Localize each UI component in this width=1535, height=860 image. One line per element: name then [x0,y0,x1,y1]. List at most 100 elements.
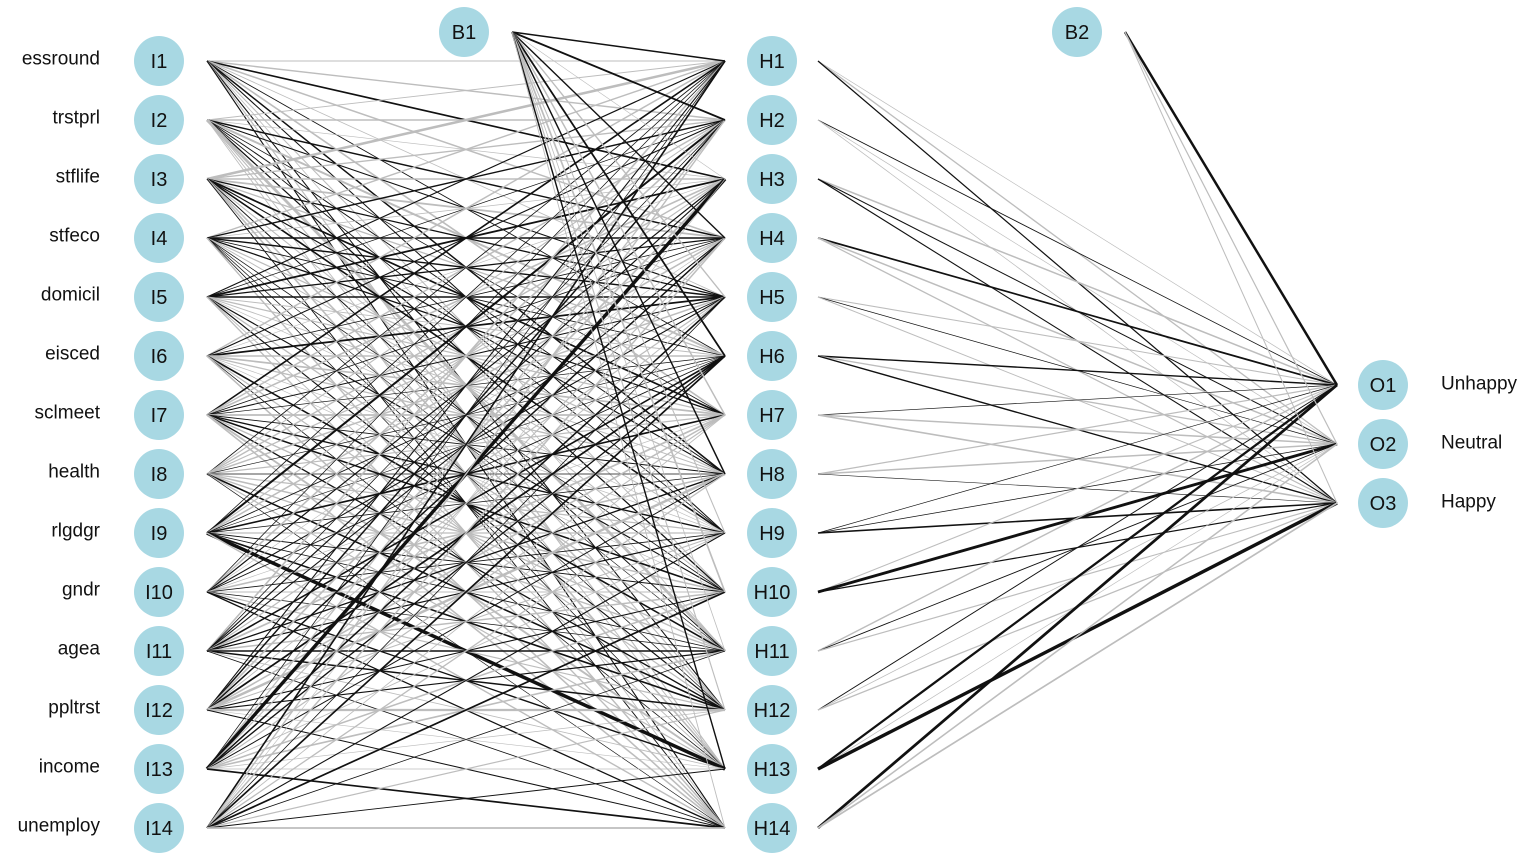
edge-bias1-hidden [511,31,726,770]
hidden-node-id: H3 [759,169,785,191]
hidden-node [747,213,797,263]
edge-hidden-output [817,384,1338,534]
edge-input-hidden [206,60,726,298]
edge-input-hidden [206,119,726,829]
input-node [134,36,184,86]
hidden-node-id: H4 [759,228,785,250]
edge-input-hidden [206,60,726,534]
edge-hidden-output [817,296,1338,386]
input-node-id: I13 [145,759,173,781]
edge-input-hidden [206,237,726,829]
hidden-node [747,803,797,853]
edge-input-hidden [206,768,726,829]
input-node-id: I11 [146,641,172,663]
input-variable-label: stflife [56,167,100,188]
hidden-node-id: H12 [754,700,791,722]
input-node-id: I9 [151,523,168,545]
hidden-node-id: H7 [759,405,785,427]
edge-input-hidden [206,60,726,593]
edge-bias2-output [1123,31,1339,386]
edge-bias1-hidden [511,31,726,652]
output-node [1358,478,1408,528]
bias-node-b2-id: B2 [1065,22,1089,44]
hidden-node-id: H2 [759,110,785,132]
edge-input-hidden [206,60,726,711]
edge-bias1-hidden [511,31,726,593]
output-node [1358,360,1408,410]
bias-node-b1 [439,7,489,57]
edge-input-hidden [206,532,726,829]
hidden-node-id: H13 [754,759,791,781]
input-variable-label: domicil [41,285,100,306]
edge-bias1-hidden [511,31,726,534]
input-node-id: I10 [145,582,173,604]
input-variable-label: agea [58,639,101,660]
input-node-id: I2 [151,110,168,132]
network-nodes: I1essroundI2trstprlI3stflifeI4stfecoI5do… [18,7,1518,853]
edge-hidden-output [817,355,1338,386]
edge-bias1-hidden [511,31,726,239]
input-node [134,390,184,440]
input-variable-label: health [48,462,100,483]
edge-input-hidden [206,60,726,357]
input-variable-label: income [39,757,100,778]
edge-input-hidden [206,60,726,121]
edge-input-hidden [206,296,726,829]
hidden-node [747,626,797,676]
input-variable-label: stfeco [49,226,100,247]
input-variable-label: unemploy [18,816,101,837]
edge-input-hidden [206,650,726,829]
input-node-id: I7 [151,405,168,427]
edge-bias1-hidden [511,31,726,298]
output-class-label: Neutral [1441,433,1502,454]
edge-input-hidden [206,60,726,652]
edge-bias1-hidden [511,31,726,416]
edge-input-hidden [206,60,726,239]
edge-bias1-hidden [511,31,726,829]
edge-bias1-hidden [511,31,726,121]
input-node [134,744,184,794]
edge-input-hidden [206,591,726,829]
edge-hidden-output [817,384,1338,593]
input-node-id: I8 [151,464,168,486]
edge-hidden-output [817,384,1338,416]
hidden-node [747,449,797,499]
edge-input-hidden [206,60,726,416]
bias-node-b2 [1052,7,1102,57]
edge-hidden-output [817,60,1338,386]
hidden-node-id: H6 [759,346,785,368]
edge-bias1-hidden [511,31,726,357]
input-variable-label: essround [22,49,100,70]
edge-hidden-output [817,384,1338,711]
input-node-id: I4 [151,228,168,250]
hidden-node-id: H1 [759,51,785,73]
input-node [134,213,184,263]
edge-input-hidden [206,709,726,829]
input-variable-label: eisced [45,344,100,365]
output-node-id: O1 [1370,375,1397,397]
edge-hidden-output [817,178,1338,386]
input-node [134,567,184,617]
input-node-id: I5 [151,287,168,309]
edge-bias1-hidden [511,31,726,711]
hidden-node [747,390,797,440]
output-node-id: O3 [1370,493,1397,515]
output-node-id: O2 [1370,434,1397,456]
input-node [134,95,184,145]
bias-node-b1-id: B1 [452,22,476,44]
edge-hidden-output [817,383,1338,830]
hidden-node [747,567,797,617]
output-class-label: Unhappy [1441,374,1518,395]
edge-hidden-output [817,119,1338,386]
edge-input-hidden [206,473,726,829]
input-node [134,508,184,558]
hidden-node [747,685,797,735]
edge-bias1-hidden [511,31,726,180]
input-variable-label: rlgdgr [51,521,100,542]
hidden-node [747,95,797,145]
input-variable-label: sclmeet [35,403,101,424]
hidden-node [747,272,797,322]
input-node [134,803,184,853]
edge-hidden-output [817,384,1338,652]
